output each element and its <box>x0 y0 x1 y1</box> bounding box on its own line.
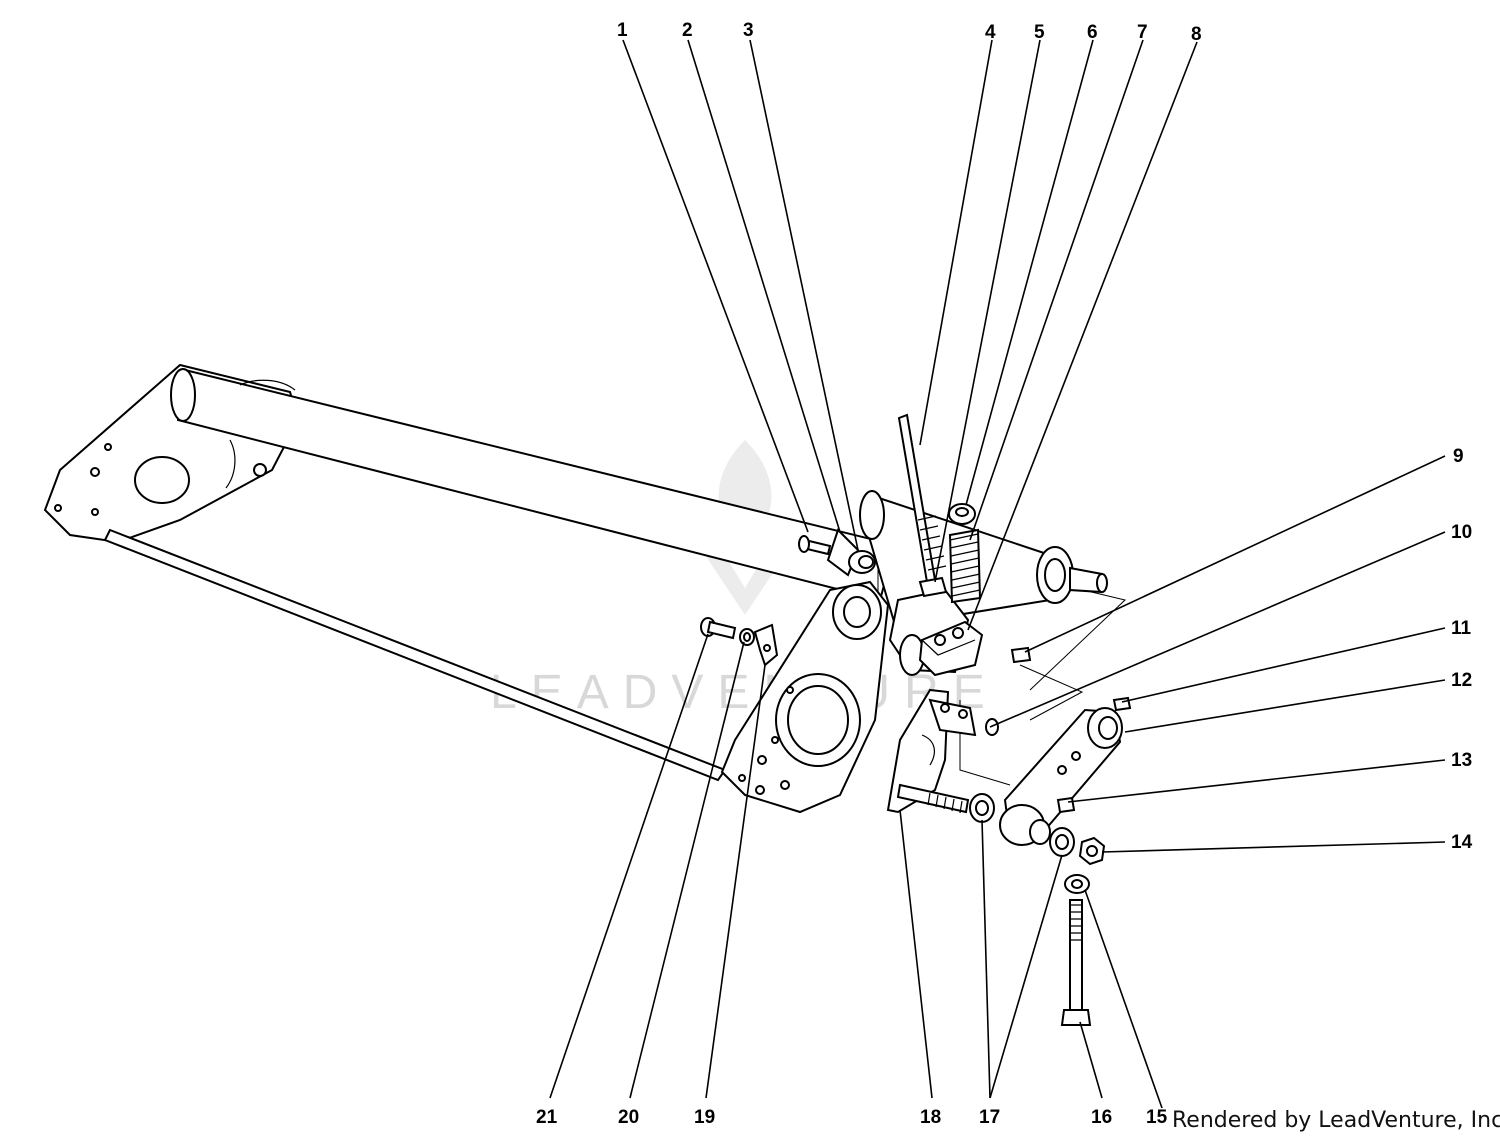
credit-text: Rendered by LeadVenture, Inc. <box>1172 1108 1500 1133</box>
callout-15: 15 <box>1146 1107 1168 1128</box>
callout-14: 14 <box>1451 832 1473 853</box>
bushings <box>969 793 1075 857</box>
callout-12: 12 <box>1451 670 1472 691</box>
callout-4: 4 <box>985 22 996 43</box>
callout-7: 7 <box>1137 22 1148 43</box>
callout-5: 5 <box>1034 22 1045 43</box>
lever-bracket <box>886 688 977 814</box>
bracket-fastener-group <box>700 617 779 667</box>
callout-2: 2 <box>682 20 693 41</box>
side-bracket-plate <box>720 580 890 814</box>
callout-11: 11 <box>1451 618 1472 639</box>
adjuster-cylinder <box>859 490 1108 676</box>
callout-17: 17 <box>979 1107 1000 1128</box>
link-arm <box>999 707 1123 846</box>
callout-16: 16 <box>1091 1107 1112 1128</box>
callout-10: 10 <box>1451 522 1472 543</box>
callout-numbers: 1 2 3 4 5 6 7 8 9 10 11 12 13 14 15 16 1… <box>536 20 1473 1128</box>
main-frame <box>43 363 1127 786</box>
callout-21: 21 <box>536 1107 558 1128</box>
hex-nut <box>1078 836 1106 866</box>
callout-6: 6 <box>1087 22 1098 43</box>
pivot-bolt-group <box>798 528 876 577</box>
callout-1: 1 <box>617 20 628 41</box>
callout-18: 18 <box>920 1107 941 1128</box>
callout-13: 13 <box>1451 750 1472 771</box>
callout-3: 3 <box>743 20 754 41</box>
callout-20: 20 <box>618 1107 639 1128</box>
callout-9: 9 <box>1453 446 1464 467</box>
spring-assembly <box>918 503 982 604</box>
callout-8: 8 <box>1191 24 1202 45</box>
bolt-and-washer <box>1060 874 1092 1026</box>
adjuster-block <box>918 620 984 677</box>
callout-19: 19 <box>694 1107 715 1128</box>
leader-lines <box>549 39 1446 1109</box>
